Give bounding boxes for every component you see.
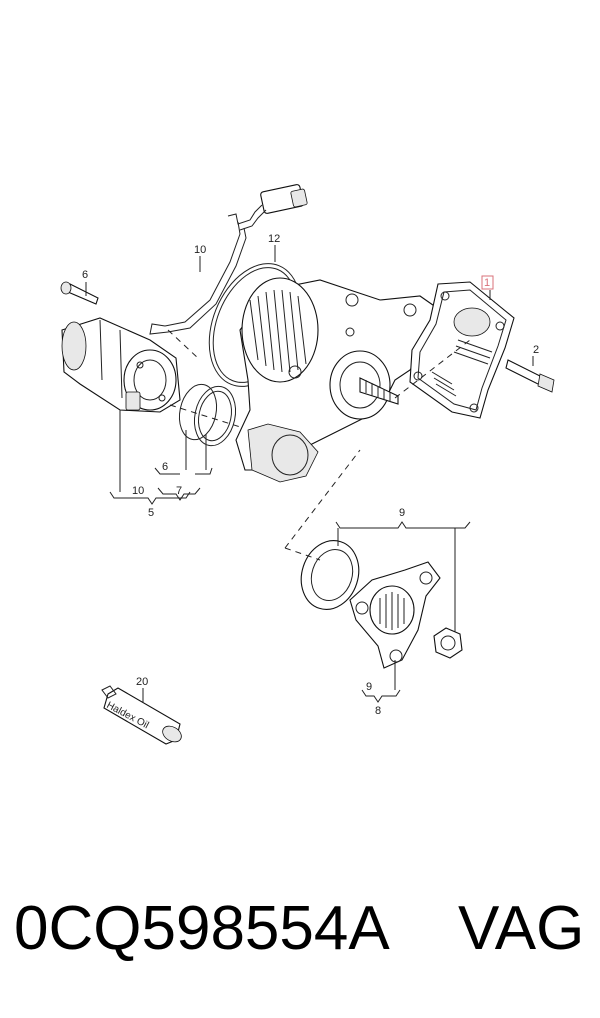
callout-1: 1 [484, 277, 490, 289]
callout-labels: 6 10 12 1 2 6 7 10 5 9 20 9 8 [82, 233, 539, 717]
haldex-oil-bottle [101, 685, 182, 745]
haldex-housing [235, 277, 441, 483]
group-brackets [109, 410, 471, 703]
bolt-2 [505, 359, 555, 393]
leader-lines [85, 245, 534, 702]
callout-6-top: 6 [82, 269, 88, 281]
o-rings-small [169, 383, 251, 447]
callout-10-top: 10 [194, 244, 206, 256]
brand-name: VAG [458, 894, 585, 963]
callout-8: 8 [375, 705, 381, 717]
callout-6-bottom: 6 [162, 461, 168, 473]
wiring-harness [149, 184, 308, 335]
callout-5: 5 [148, 507, 154, 519]
pump-motor [61, 317, 181, 413]
callout-9-bottom: 9 [366, 681, 372, 693]
screw-6 [60, 281, 99, 305]
callout-10-bottom: 10 [132, 485, 144, 497]
callout-9-top: 9 [399, 507, 405, 519]
shaft-seal [300, 540, 360, 610]
part-number: 0CQ598554A [14, 894, 390, 963]
callout-2: 2 [533, 344, 539, 356]
callout-12: 12 [268, 233, 280, 245]
control-unit [409, 281, 515, 419]
callout-1-highlight [481, 275, 494, 290]
flange-nut [433, 627, 463, 659]
callout-20: 20 [136, 676, 148, 688]
callout-7: 7 [176, 485, 182, 497]
drive-flange [349, 561, 441, 669]
